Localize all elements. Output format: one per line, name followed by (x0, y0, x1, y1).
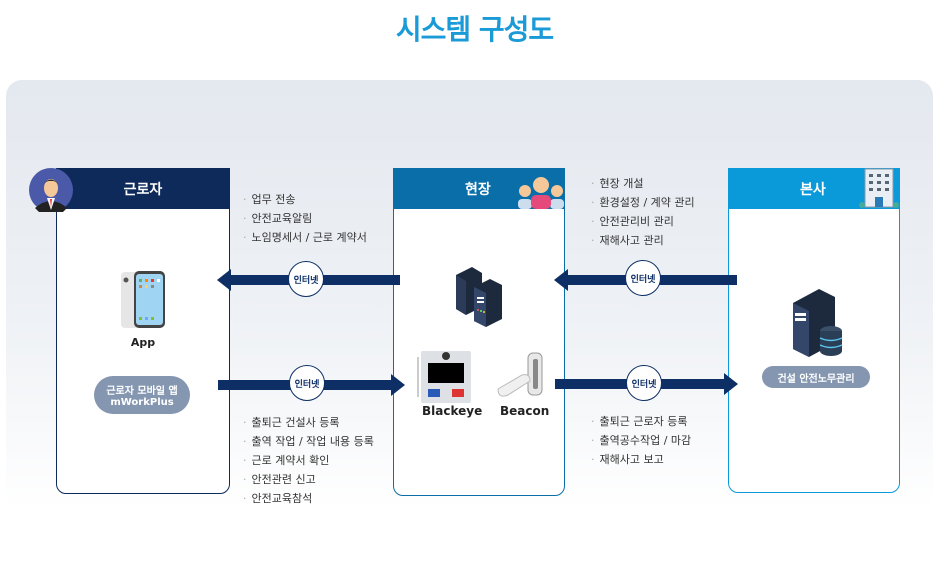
pill-line-1: 근로자 모바일 앱 (106, 386, 178, 397)
arrowhead-left (217, 269, 231, 291)
list-item: 안전관련 신고 (243, 470, 374, 489)
list-hq-to-site: 현장 개설 환경설정 / 계약 관리 안전관리비 관리 재해사고 관리 (591, 174, 695, 250)
beacon-device-icon (497, 352, 543, 397)
blackeye-device-icon (417, 351, 471, 403)
list-item: 안전관리비 관리 (591, 212, 695, 231)
worker-avatar-icon (29, 168, 73, 212)
list-item: 출역 작업 / 작업 내용 등록 (243, 432, 374, 451)
worker-title: 근로자 (123, 181, 163, 198)
list-item: 업무 전송 (243, 190, 367, 209)
blackeye-label: Blackeye (422, 404, 483, 418)
list-item: 안전교육참석 (243, 489, 374, 508)
list-item: 재해사고 보고 (591, 450, 691, 469)
list-item: 현장 개설 (591, 174, 695, 193)
database-server-icon (793, 289, 843, 357)
list-item: 안전교육알림 (243, 209, 367, 228)
site-box: 현장 Blackeye Beacon (393, 168, 565, 496)
list-site-to-worker: 업무 전송 안전교육알림 노임명세서 / 근로 계약서 (243, 190, 367, 247)
list-item: 출퇴근 건설사 등록 (243, 413, 374, 432)
list-item: 근로 계약서 확인 (243, 451, 374, 470)
internet-badge: 인터넷 (625, 260, 661, 296)
servers-icon (456, 267, 502, 327)
people-icon (518, 177, 564, 209)
hq-pill-label: 건설 안전노무관리 (777, 373, 855, 385)
site-title: 현장 (465, 181, 491, 198)
internet-badge: 인터넷 (289, 365, 325, 401)
hq-title: 본사 (800, 181, 826, 198)
internet-badge: 인터넷 (288, 261, 324, 297)
beacon-label: Beacon (500, 404, 550, 418)
list-item: 재해사고 관리 (591, 231, 695, 250)
list-site-to-hq: 출퇴근 근로자 등록 출역공수작업 / 마감 재해사고 보고 (591, 412, 692, 469)
app-label: App (130, 336, 156, 349)
arrowhead-right (724, 373, 738, 395)
page-title: 시스템 구성도 (395, 13, 554, 46)
worker-header: 근로자 (56, 168, 230, 209)
worker-app-pill: 근로자 모바일 앱 mWorkPlus (94, 376, 190, 414)
list-item: 출퇴근 근로자 등록 (591, 412, 691, 431)
list-item: 출역공수작업 / 마감 (591, 431, 692, 450)
list-item: 노임명세서 / 근로 계약서 (243, 228, 367, 247)
hq-box: 본사 건설 안전노무관리 (728, 168, 900, 493)
arrowhead-left (554, 269, 568, 291)
worker-box: 근로자 App 근로자 모바일 앱 mWorkPlus (56, 168, 230, 494)
list-item: 환경설정 / 계약 관리 (591, 193, 695, 212)
arrowhead-right (391, 374, 405, 396)
building-icon (859, 168, 899, 208)
list-worker-to-site: 출퇴근 건설사 등록 출역 작업 / 작업 내용 등록 근로 계약서 확인 안전… (243, 413, 374, 508)
internet-badge: 인터넷 (626, 365, 662, 401)
hq-system-pill: 건설 안전노무관리 (762, 366, 870, 388)
pill-line-2: mWorkPlus (110, 397, 174, 408)
smartphone-icon (121, 271, 165, 328)
